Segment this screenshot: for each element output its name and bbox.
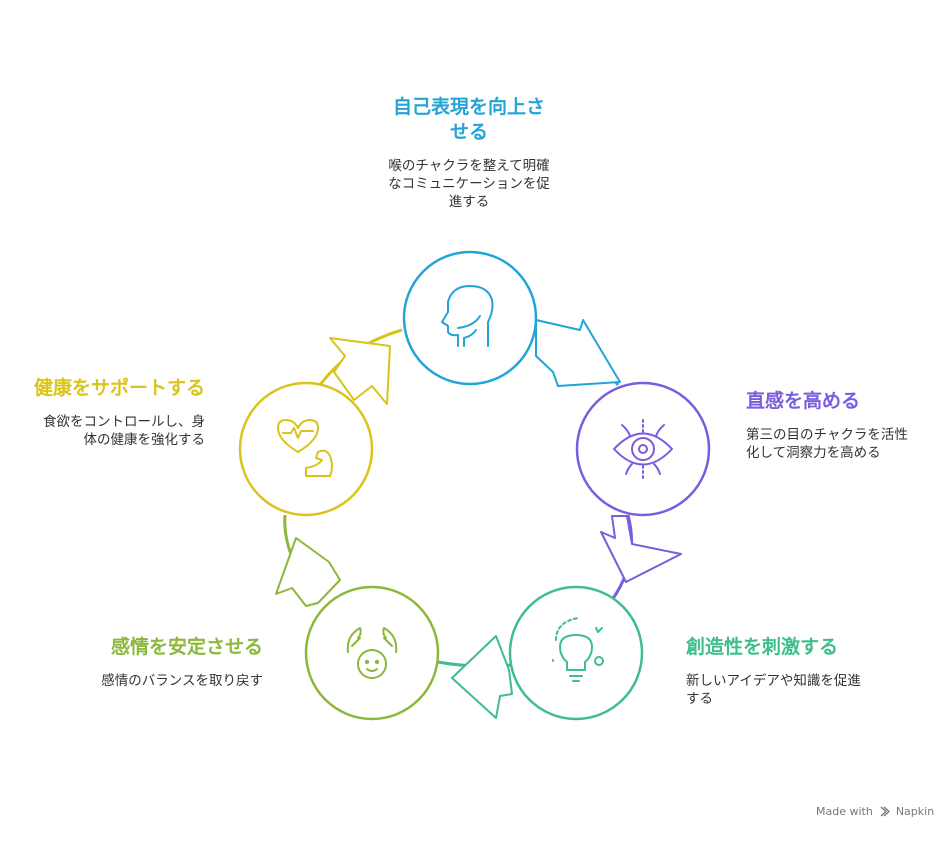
circle-bottom-right [508, 585, 644, 721]
napkin-watermark[interactable]: Made with Napkin [816, 805, 934, 818]
node-right-label: 直感を高める 第三の目のチャクラを活性化して洞察力を高める [746, 389, 921, 462]
node-top-description: 喉のチャクラを整えて明確なコミュニケーションを促進する [388, 158, 550, 210]
lightbulb-icon [552, 617, 604, 682]
node-top-title: 自己表現を向上させる [392, 96, 545, 143]
node-bottom-right-label: 創造性を刺激する 新しいアイデアや知識を促進する [686, 635, 861, 708]
node-right-title: 直感を高める [746, 390, 861, 412]
node-left-description: 食欲をコントロールし、身体の健康を強化する [43, 414, 205, 448]
calm-face-icon [346, 627, 398, 679]
node-bottom-left-label: 感情を安定させる 感情のバランスを取り戻す [88, 635, 263, 690]
circle-left [238, 381, 374, 517]
circle-bottom-left [304, 585, 440, 721]
napkin-brand-text: Napkin [895, 805, 935, 818]
node-bottom-right-title: 創造性を刺激する [686, 636, 839, 658]
node-bottom-left-title: 感情を安定させる [110, 636, 263, 658]
arrow-bottom-left-to-left [275, 537, 341, 607]
napkin-logo-icon [880, 806, 891, 817]
arrow-left-to-top [329, 337, 391, 405]
arrow-bottom-right-to-bottom-left [451, 635, 513, 719]
circle-top [402, 250, 538, 386]
arrow-right-to-bottom-right [600, 515, 682, 583]
node-right-description: 第三の目のチャクラを活性化して洞察力を高める [746, 427, 908, 461]
node-bottom-right-description: 新しいアイデアや知識を促進する [686, 673, 861, 707]
third-eye-icon [613, 419, 673, 479]
arrow-top-to-right [535, 319, 621, 387]
node-bottom-left-description: 感情のバランスを取り戻す [101, 673, 263, 689]
circle-right [575, 381, 711, 517]
node-top-label: 自己表現を向上させる 喉のチャクラを整えて明確なコミュニケーションを促進する [384, 95, 554, 211]
node-left-label: 健康をサポートする 食欲をコントロールし、身体の健康を強化する [30, 376, 205, 449]
throat-head-icon [441, 285, 494, 347]
made-with-text: Made with [816, 805, 873, 818]
node-left-title: 健康をサポートする [33, 377, 205, 399]
heart-muscle-icon [277, 419, 333, 477]
